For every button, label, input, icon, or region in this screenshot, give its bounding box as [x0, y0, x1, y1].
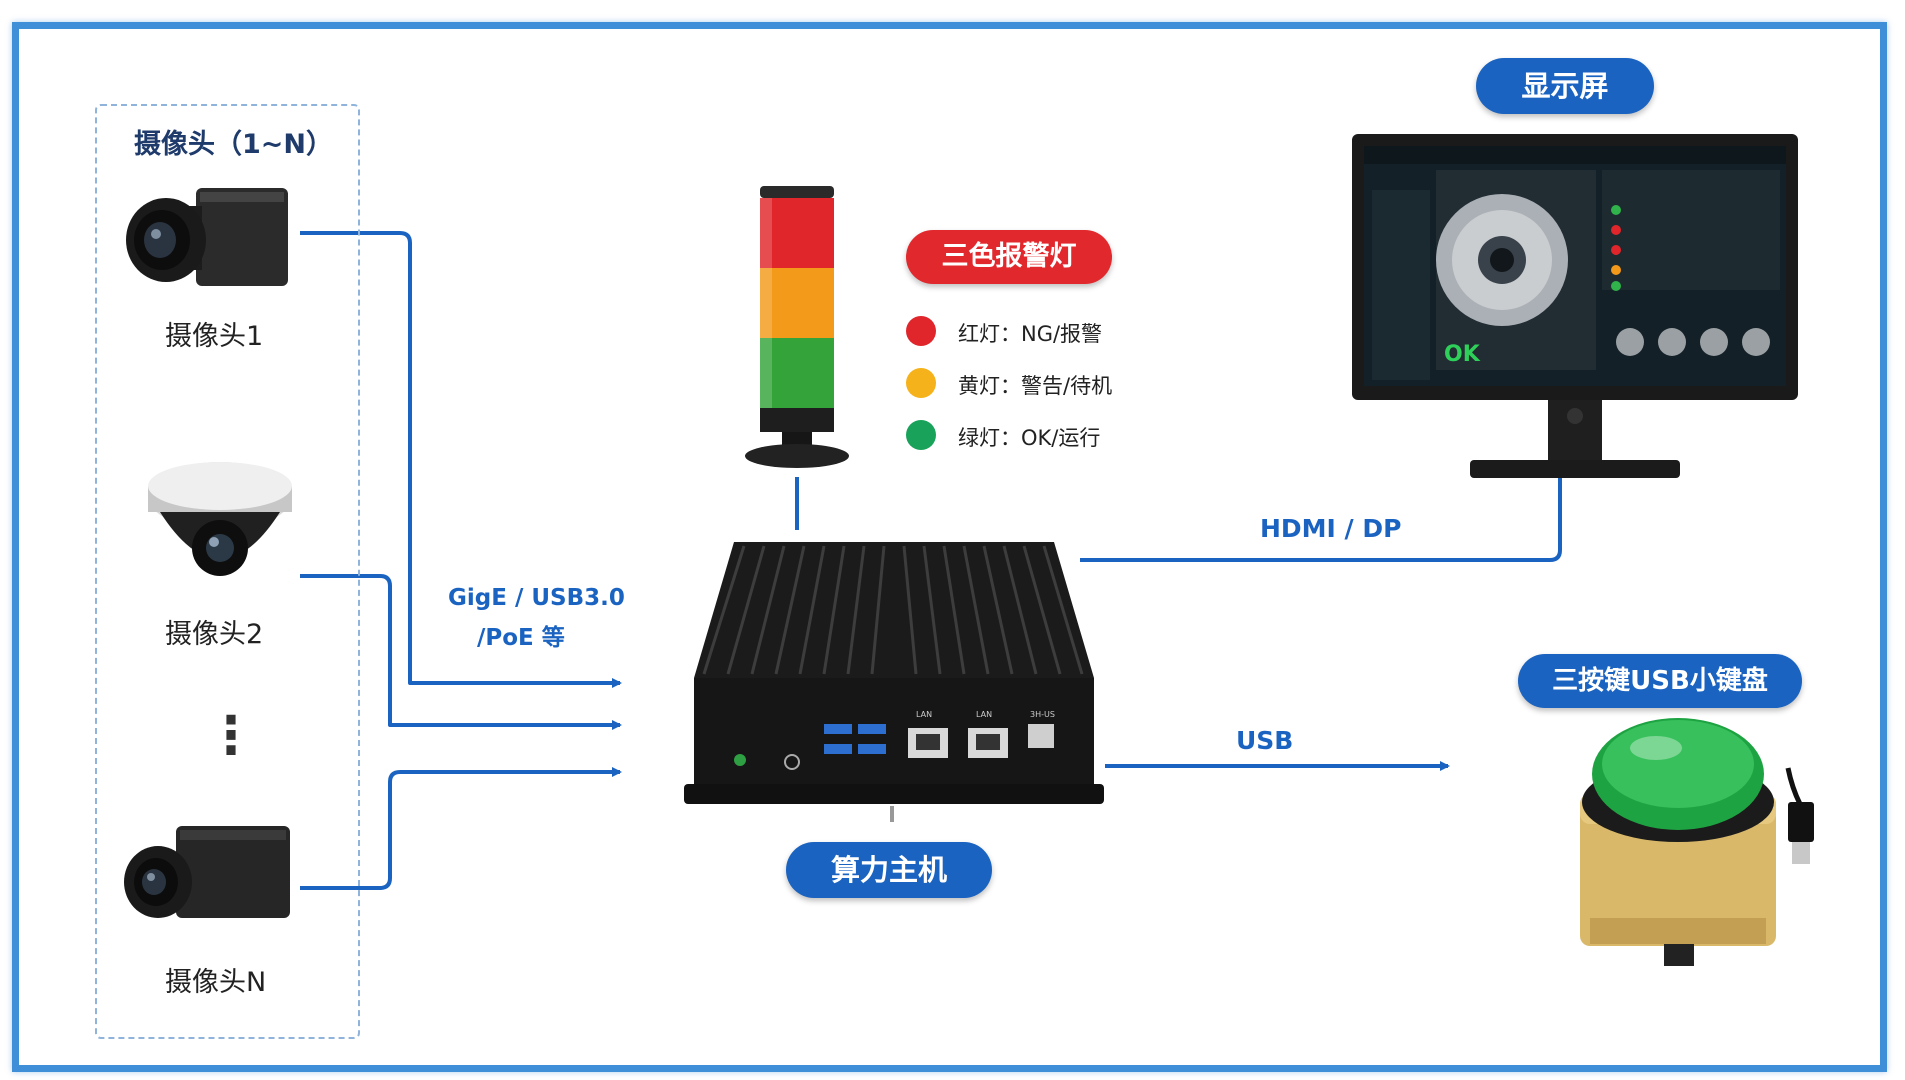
signal-tower-icon: [745, 186, 849, 468]
camera-group-title: 摄像头（1~N）: [134, 129, 334, 160]
yellow-light-dot: [906, 368, 936, 398]
red-light-legend: 红灯：NG/报警: [958, 322, 1103, 346]
signal-light-title: 三色报警灯: [906, 230, 1112, 284]
link-host-display: [1080, 476, 1562, 562]
fanless-host-icon: [684, 542, 1104, 804]
industrial-camera-icon: [126, 188, 288, 286]
camera-n-label: 摄像头N: [165, 967, 267, 998]
camera-link-label-2: /PoE 等: [477, 625, 565, 651]
monitor-icon: [1352, 134, 1798, 478]
camera-group-box: [95, 104, 360, 1039]
link-camera1: [300, 231, 622, 688]
camera-1-label: 摄像头1: [165, 321, 264, 352]
yellow-light-legend: 黄灯：警告/待机: [958, 374, 1113, 398]
port-label-lan-2: LAN: [976, 710, 993, 719]
camera-link-label-1: GigE / USB3.0: [448, 585, 625, 611]
host-title: 算力主机: [786, 842, 992, 898]
port-label-lan-1: LAN: [916, 710, 933, 719]
keypad-link-label: USB: [1236, 726, 1294, 755]
green-light-legend: 绿灯：OK/运行: [958, 426, 1101, 450]
usb-button-box-icon: [1580, 718, 1814, 966]
camera-ellipsis: ⋮: [205, 706, 257, 766]
display-link-label: HDMI / DP: [1260, 514, 1402, 543]
industrial-camera-icon: [124, 826, 290, 918]
display-title: 显示屏: [1476, 58, 1654, 114]
port-label-usb: 3H-US: [1030, 710, 1055, 719]
outer-frame: [12, 22, 1887, 1072]
dome-camera-icon: [148, 462, 292, 576]
camera-2-label: 摄像头2: [165, 619, 264, 650]
green-light-dot: [906, 420, 936, 450]
screen-ok-status: OK: [1444, 342, 1480, 367]
link-cameraN: [300, 767, 622, 890]
link-camera2: [300, 574, 622, 730]
red-light-dot: [906, 316, 936, 346]
keypad-title: 三按键USB小键盘: [1518, 654, 1802, 708]
